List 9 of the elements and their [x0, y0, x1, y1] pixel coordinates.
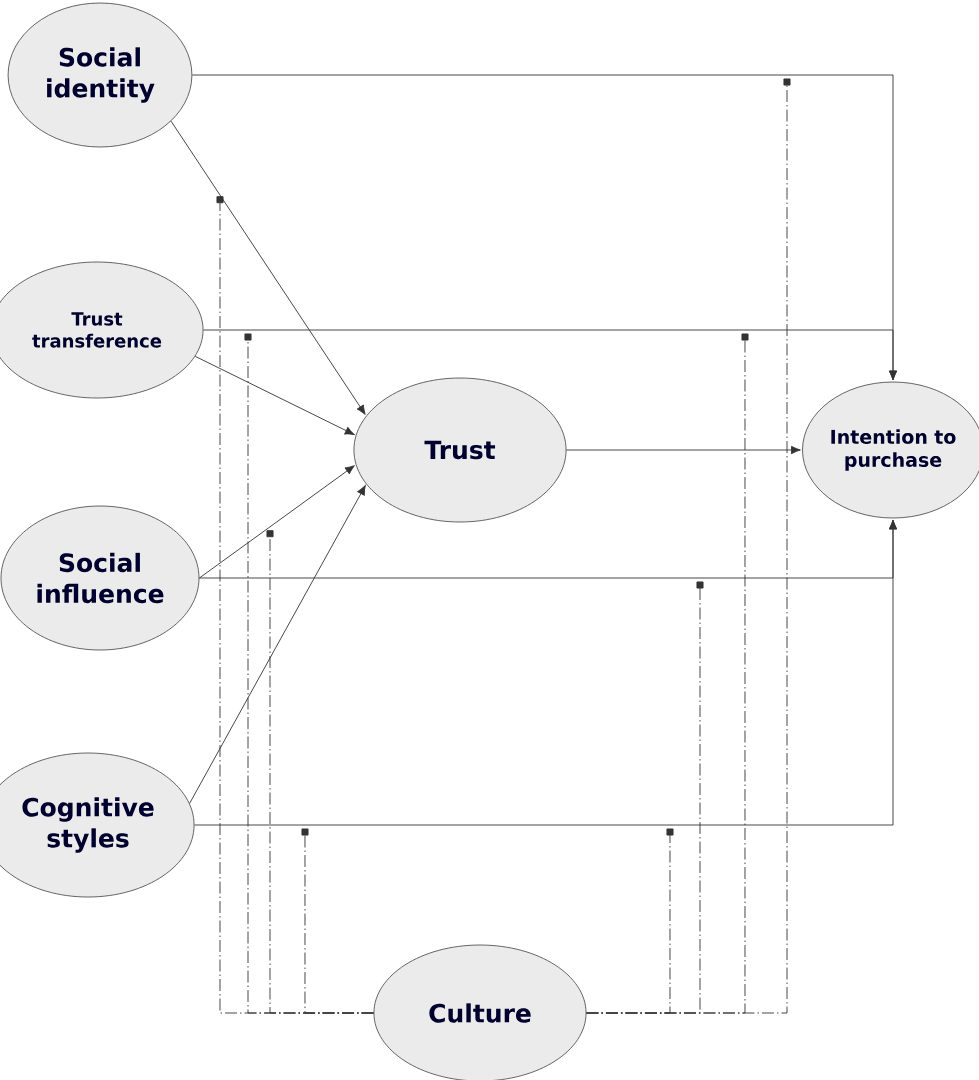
arrow — [198, 465, 355, 579]
arrow — [194, 519, 898, 826]
arrow — [189, 485, 366, 804]
arrow — [203, 329, 898, 381]
arrow — [566, 445, 801, 455]
moderator-line — [301, 828, 374, 1014]
arrow — [194, 355, 355, 436]
arrow — [170, 120, 366, 415]
moderator-line — [586, 78, 791, 1014]
